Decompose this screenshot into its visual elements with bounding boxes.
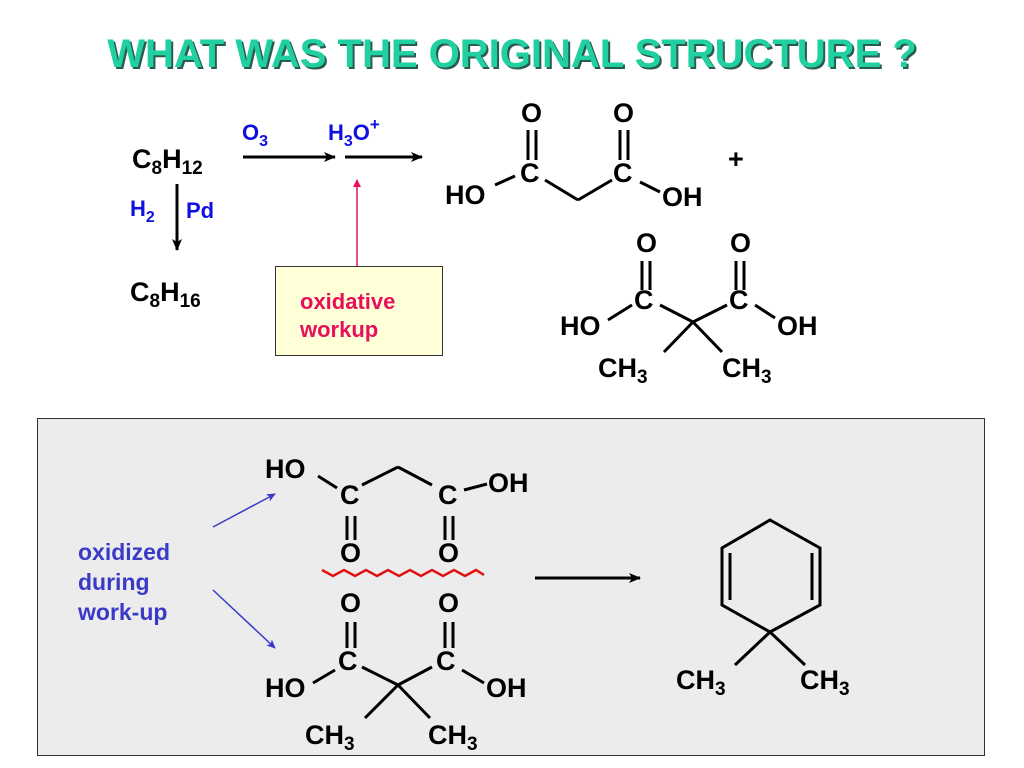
- atom-o: O: [521, 98, 543, 128]
- note-line3: work-up: [78, 599, 168, 625]
- product-ring: [720, 518, 822, 667]
- note-line1: oxidized: [78, 539, 171, 565]
- bond-cleavage-wavy-line: [321, 568, 485, 578]
- group-ho: HO: [265, 673, 306, 703]
- group-ho: HO: [560, 311, 601, 341]
- group-ch3: CH3: [598, 353, 648, 388]
- group-ch3: CH3: [800, 665, 850, 700]
- note-line2: during: [78, 569, 150, 595]
- group-ch3: CH3: [676, 665, 726, 700]
- note-arrow-down: [212, 589, 276, 649]
- group-ch3: CH3: [305, 720, 355, 755]
- atom-o: O: [340, 538, 362, 568]
- reagent-h2: H2: [130, 196, 155, 226]
- formula-c8h16: C8H16: [130, 277, 201, 312]
- group-oh: OH: [486, 673, 527, 703]
- slide-title: WHAT WAS THE ORIGINAL STRUCTURE ?: [107, 32, 917, 76]
- group-ch3: CH3: [428, 720, 478, 755]
- atom-o: O: [613, 98, 635, 128]
- group-oh: OH: [777, 311, 818, 341]
- reagent-pd: Pd: [186, 198, 215, 223]
- atom-o: O: [636, 228, 658, 258]
- explanation-panel: [37, 418, 985, 756]
- plus-sign: +: [728, 144, 744, 174]
- group-oh: OH: [662, 182, 703, 212]
- workup-note-box: [275, 266, 443, 356]
- atom-o: O: [730, 228, 752, 258]
- group-ho: HO: [265, 454, 306, 484]
- atom-c: C: [338, 646, 358, 676]
- atom-o: O: [438, 588, 460, 618]
- atom-o: O: [438, 538, 460, 568]
- workup-note-line1: oxidative: [300, 289, 396, 314]
- atom-c: C: [520, 158, 540, 188]
- group-oh: OH: [488, 468, 529, 498]
- atom-c: C: [340, 480, 360, 510]
- atom-c: C: [436, 646, 456, 676]
- atom-c: C: [729, 285, 749, 315]
- reagent-h3o: H3O+: [328, 115, 380, 150]
- formula-c8h12: C8H12: [132, 144, 203, 179]
- group-ho: HO: [445, 180, 486, 210]
- atom-c: C: [634, 285, 654, 315]
- reagent-o3: O3: [242, 120, 269, 150]
- workup-note-line2: workup: [300, 317, 379, 342]
- atom-o: O: [340, 588, 362, 618]
- atom-c: C: [613, 158, 633, 188]
- group-ch3: CH3: [722, 353, 772, 388]
- atom-c: C: [438, 480, 458, 510]
- note-arrow-up: [212, 493, 276, 528]
